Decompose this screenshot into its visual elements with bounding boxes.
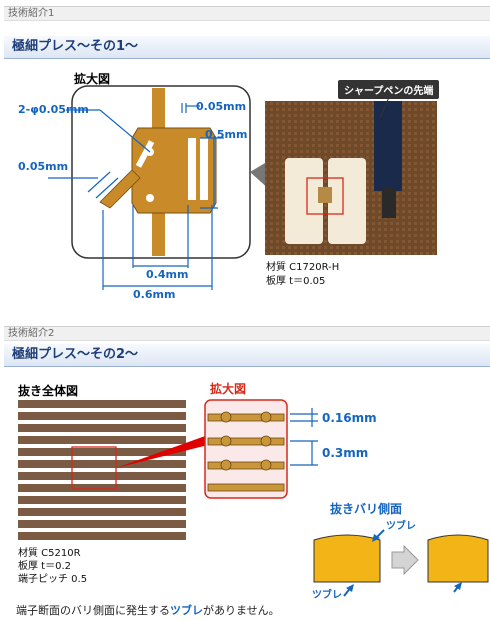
burr-label-bottom: ツブレ [312,590,342,601]
overall-view-title: 抜き全体図 [18,384,79,398]
section2-title: 極細プレス〜その2〜 [4,344,490,367]
footer-note: 端子断面のバリ側面に発生するツブレがありません。 [16,602,280,618]
footer-highlight: ツブレ [170,604,203,617]
section2-material: 材質 C5210R [18,548,81,559]
section2-pitch: 端子ピッチ 0.5 [18,574,88,585]
section1-title: 極細プレス〜その1〜 [4,36,490,59]
footer-suffix: がありません。 [203,604,280,617]
dim-outer-width-label: 0.6mm [133,288,176,301]
section1-material: 材質 C1720R-H [266,262,340,273]
dim-hole-label: 2-φ0.05mm [18,103,89,116]
section2-thickness: 板厚 t＝0.2 [18,561,72,572]
dim-height-label: 0.5mm [205,128,248,141]
burr-side-title: 抜きバリ側面 [330,502,403,516]
dim-left-label: 0.05mm [18,160,69,173]
dim-inner-width-label: 0.4mm [146,268,189,281]
section2-magnified-title: 拡大図 [210,382,247,396]
section1-magnified-title: 拡大図 [74,72,111,86]
footer-prefix: 端子断面のバリ側面に発生する [16,604,170,617]
section1-label: 技術紹介1 [4,6,490,21]
burr-label-top: ツブレ [386,521,416,532]
dim-top-right-label: 0.05mm [196,100,247,113]
section1-thickness: 板厚 t＝0.05 [266,276,326,287]
dim-top-label: 0.16mm [322,411,377,425]
section2-label: 技術紹介2 [4,326,490,341]
pen-tip-callout: シャープペンの先端 [338,80,440,99]
dim-bottom-label: 0.3mm [322,446,369,460]
